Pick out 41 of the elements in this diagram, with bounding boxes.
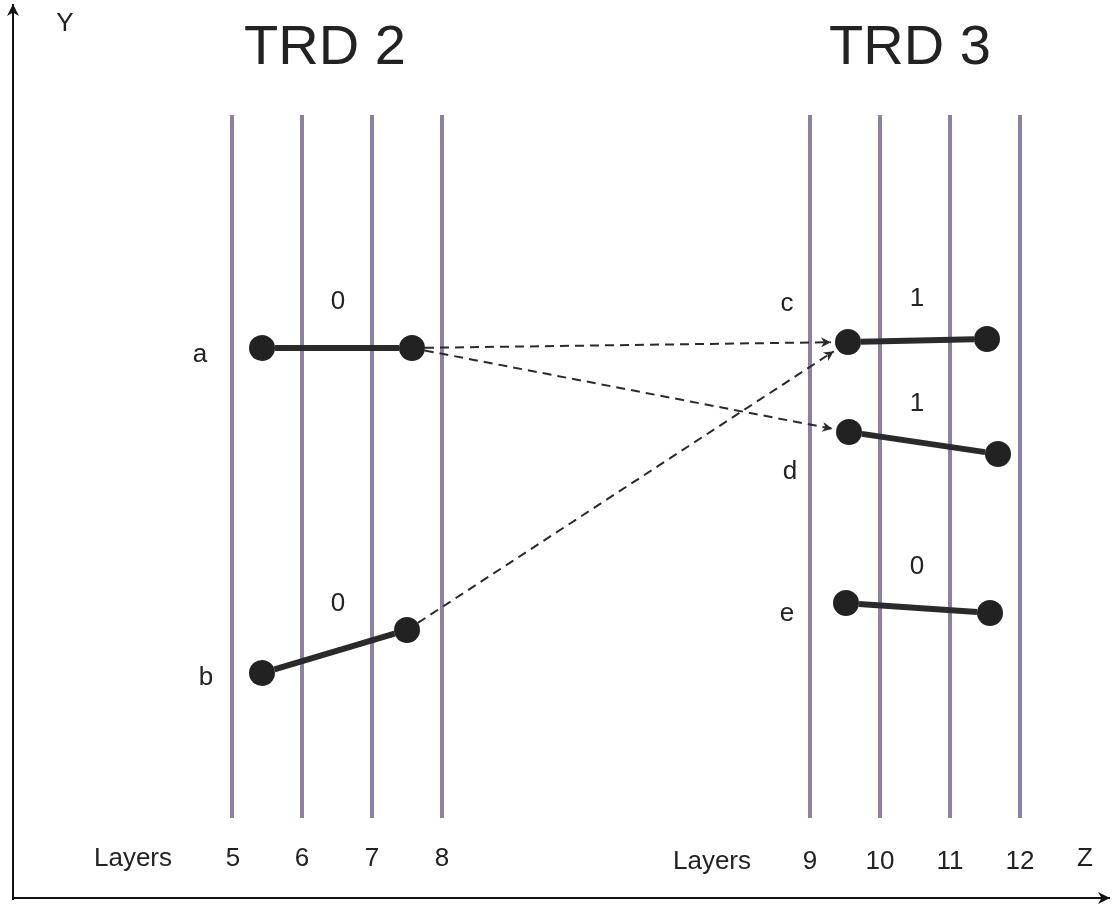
dashed-arrow [416,350,835,624]
hit-point [399,335,425,361]
diagram-label: Z [1077,844,1093,870]
dashed-arrow [424,337,832,349]
hit-point [836,419,862,445]
hit-point [833,590,859,616]
diagram-label: 0 [909,552,925,578]
diagram-label: 0 [330,589,346,615]
hit-point [249,660,275,686]
diagram-label: Layers [93,844,172,870]
detector-title: TRD 3 [829,17,991,73]
diagram-label: 8 [434,844,450,870]
diagram-label: Y [56,9,74,35]
diagram-label: d [782,457,798,483]
hit-point [974,326,1000,352]
track-segment [861,430,986,456]
diagram-label: 0 [330,287,346,313]
diagram-label: e [779,599,795,625]
hit-point [835,329,861,355]
hit-point [394,617,420,643]
track-segment [273,630,396,673]
dashed-arrow [423,349,834,432]
diagram-label: Layers [672,847,751,873]
diagram-label: 11 [936,847,964,873]
diagram-label: b [198,663,214,689]
diagram-label: 6 [294,844,310,870]
track-segment [860,336,975,345]
diagram-label: 12 [1005,847,1035,873]
diagram-label: 1 [909,284,925,310]
diagram-label: 10 [865,847,895,873]
diagram-label: c [780,289,794,315]
hit-point [249,335,275,361]
hit-point [977,600,1003,626]
diagram-label: 9 [802,847,818,873]
detector-title: TRD 2 [244,17,406,73]
diagram-label: 5 [225,844,241,870]
hit-point [985,441,1011,467]
diagram-label: 7 [364,844,380,870]
diagram-label: a [192,340,208,366]
track-segment [275,345,399,351]
diagram-label: 1 [909,389,925,415]
